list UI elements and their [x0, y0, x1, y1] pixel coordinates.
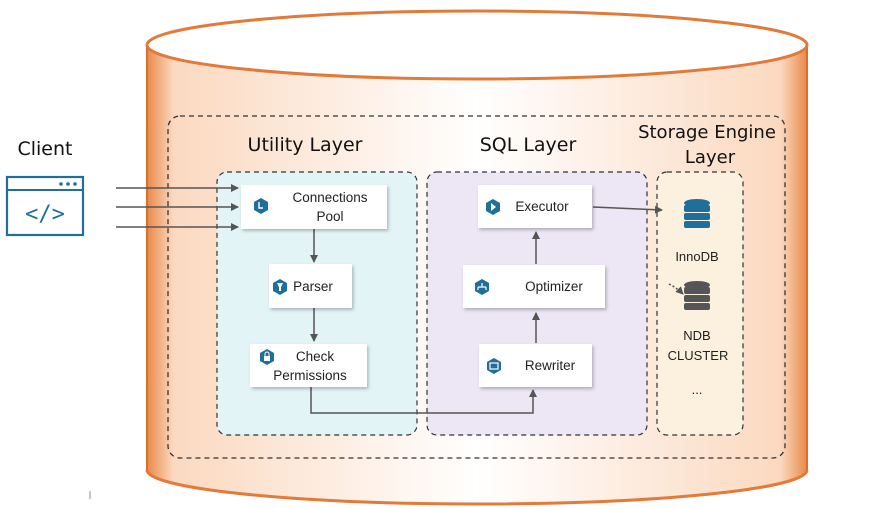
connections-pool-line2: Pool — [316, 209, 343, 224]
server-boundary — [167, 115, 786, 459]
storage-layer-title-line2: Layer — [685, 147, 736, 168]
rewrite-icon — [487, 358, 501, 374]
rewriter-box[interactable]: Rewriter — [479, 344, 592, 387]
ndb-cluster-engine[interactable]: NDB CLUSTER — [668, 281, 729, 363]
database-icon — [684, 199, 710, 228]
code-window-icon — [5, 175, 85, 237]
ndb-label-line1: NDB — [683, 328, 710, 343]
sql-layer-title: SQL Layer — [480, 134, 577, 156]
client-arrows — [116, 184, 239, 231]
executor-label: Executor — [515, 199, 569, 214]
tree-icon — [475, 279, 489, 295]
parser-label: Parser — [293, 279, 333, 294]
cylinder-top — [145, 9, 809, 81]
connections-pool-line1: Connections — [292, 190, 367, 205]
check-permissions-line2: Permissions — [273, 368, 347, 383]
code-symbol: </> — [25, 202, 65, 227]
storage-layer-title-line1: Storage Engine — [638, 122, 776, 143]
optimizer-box[interactable]: Optimizer — [463, 265, 605, 308]
executor-box[interactable]: Executor — [478, 185, 592, 228]
connection-icon — [254, 198, 268, 214]
client-label: Client — [17, 138, 72, 160]
filter-icon — [273, 279, 287, 295]
rewriter-label: Rewriter — [525, 358, 576, 373]
ndb-label-line2: CLUSTER — [668, 348, 729, 363]
check-permissions-line1: Check — [296, 349, 335, 364]
flow-arrows — [310, 205, 663, 414]
more-engines-ellipsis: ... — [692, 382, 703, 397]
database-icon — [684, 281, 710, 310]
lock-icon — [260, 349, 274, 365]
parser-box[interactable]: Parser — [269, 264, 352, 308]
check-permissions-box[interactable]: Check Permissions — [250, 344, 367, 387]
utility-layer-title: Utility Layer — [248, 134, 363, 156]
play-icon — [486, 199, 500, 215]
connections-pool-box[interactable]: Connections Pool — [241, 185, 387, 229]
innodb-engine[interactable]: InnoDB — [675, 199, 719, 264]
optimizer-label: Optimizer — [525, 279, 583, 294]
innodb-label: InnoDB — [675, 249, 718, 264]
